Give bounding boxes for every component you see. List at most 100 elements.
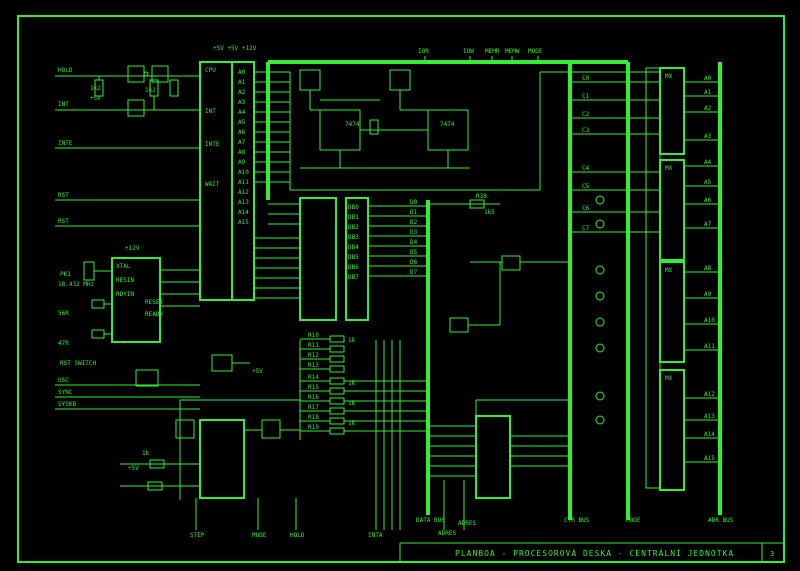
- bot-hold: HOLD: [290, 532, 305, 539]
- ab-a0: A0: [704, 75, 712, 82]
- c4: C4: [582, 165, 590, 172]
- c1: C1: [582, 93, 590, 100]
- sc-data-out: [368, 205, 428, 277]
- cpu-pin-wait: WAIT: [205, 181, 220, 188]
- bus-labels: DATA BUS ADRES ADRES CTR BUS MODE ADR BU…: [416, 517, 734, 537]
- sc-db4: DB4: [348, 244, 359, 251]
- bus-adr: ADR BUS: [708, 517, 734, 524]
- adr-bus-traces: [684, 81, 720, 463]
- signal-rst: RST: [58, 192, 69, 199]
- sheet-number: 3: [770, 550, 774, 558]
- bottom-signal-labels: STEP MODE HOLD INTA: [190, 532, 383, 539]
- r10: R10: [308, 332, 319, 339]
- ctrl-bus-labels: C0 C1 C2 C3 C4 C5 C6 C7: [582, 75, 590, 232]
- r14: R14: [308, 374, 319, 381]
- r16: R16: [308, 394, 319, 401]
- cpu-chip: [199, 61, 255, 301]
- signal-hold: HOLD: [58, 67, 73, 74]
- r38-body: [469, 199, 485, 209]
- bus-data: DATA BUS: [416, 517, 445, 524]
- bot-mode: MODE: [252, 532, 267, 539]
- top-sig-iow: IOW: [463, 48, 474, 55]
- cpu-a12: A12: [238, 189, 249, 196]
- rv-2: 1k: [348, 380, 356, 387]
- rv-1: 1k: [348, 337, 356, 344]
- c6: C6: [582, 205, 590, 212]
- sc-d0: D0: [410, 199, 418, 206]
- signal-inte: INTE: [58, 140, 73, 147]
- cpu-a2: A2: [238, 89, 246, 96]
- r-value-1: 1k2: [90, 85, 101, 92]
- mid-right-gates: [449, 195, 605, 425]
- ab-a4: A4: [704, 159, 712, 166]
- cpu-a4: A4: [238, 109, 246, 116]
- ab-a12: A12: [704, 391, 715, 398]
- sheet-title: PLANBOA - PROCESOROVÁ DESKA - CENTRÁLNÍ …: [455, 547, 734, 558]
- cpu-a14: A14: [238, 209, 249, 216]
- sc-db6: DB6: [348, 264, 359, 271]
- mx-2: MX: [665, 165, 673, 172]
- signal-sync: SYNC: [58, 389, 73, 396]
- r13: R13: [308, 362, 319, 369]
- bot-inta: INTA: [368, 532, 383, 539]
- r38-label: R38: [476, 193, 487, 200]
- r11: R11: [308, 342, 319, 349]
- mux-labels: MX MX MX MX: [665, 73, 673, 382]
- left-signal-group: HOLD INT INTE RST RST OSC SYNC SYSKB: [55, 67, 200, 410]
- r38-value: 1k5: [484, 209, 495, 216]
- cpu-data-traces: [254, 203, 300, 299]
- clk-xtal: XTAL: [116, 263, 131, 270]
- data-latch-ic: [428, 399, 570, 499]
- sc-db2: DB2: [348, 224, 359, 231]
- cpu-a7: A7: [238, 139, 246, 146]
- p5v-label-1: +5V: [90, 95, 101, 102]
- sc-db1: DB1: [348, 214, 359, 221]
- ff-label-2: 7474: [440, 121, 455, 128]
- clk-rdyin: RDYIN: [116, 291, 134, 298]
- top-sig-ior: IOR: [418, 48, 429, 55]
- clk-supply: +12V: [125, 245, 140, 252]
- ctrl-bus-traces: [570, 81, 660, 233]
- sc-d4: D4: [410, 239, 418, 246]
- r-value-2: 1k2: [145, 87, 156, 94]
- drawing-frame: [17, 15, 785, 563]
- cpu-a10: A10: [238, 169, 249, 176]
- cpu-pin-int: INT: [205, 108, 216, 115]
- cpu-a9: A9: [238, 159, 246, 166]
- cpu-a0: A0: [238, 69, 246, 76]
- ab-a8: A8: [704, 265, 712, 272]
- clk-resin: RESIN: [116, 277, 134, 284]
- bus-mode: MODE: [626, 517, 641, 524]
- crystal-freq: 18.432 MHz: [58, 281, 95, 288]
- rst-switch: RST SWITCH: [60, 360, 97, 367]
- flipflop-7474: [299, 69, 470, 169]
- sc-d7: D7: [410, 269, 418, 276]
- ab-a9: A9: [704, 291, 712, 298]
- cpu-address-traces: [254, 71, 660, 191]
- ab-a2: A2: [704, 105, 712, 112]
- resistor-labels: R10 R11 R12 R13 R14 R15 R16 R17 R18 R19 …: [308, 332, 356, 431]
- c2: C2: [582, 111, 590, 118]
- bus-ctr: CTR BUS: [564, 517, 590, 524]
- sc-db7: DB7: [348, 274, 359, 281]
- ab-a6: A6: [704, 197, 712, 204]
- rv-4: 1k: [348, 420, 356, 427]
- sc-db3: DB3: [348, 234, 359, 241]
- clk-ready: READY: [145, 311, 163, 318]
- sc-d6: D6: [410, 259, 418, 266]
- r45-label: 1k: [142, 450, 150, 457]
- r17: R17: [308, 404, 319, 411]
- top-sig-memw: MEMW: [505, 48, 520, 55]
- bottom-signal-traces: [195, 340, 465, 530]
- right-mux-chips: [645, 67, 685, 491]
- mx-3: MX: [665, 267, 673, 274]
- cpu-label: CPU: [205, 67, 216, 74]
- ab-a14: A14: [704, 431, 715, 438]
- c0: C0: [582, 75, 590, 82]
- r19: R19: [308, 424, 319, 431]
- ff-label-1: 7474: [345, 121, 360, 128]
- clk-r1: 56R: [58, 310, 69, 317]
- adr-bus-labels: A0 A1 A2 A3 A4 A5 A6 A7 A8 A9 A10 A11 A1…: [704, 75, 715, 462]
- cpu-a13: A13: [238, 199, 249, 206]
